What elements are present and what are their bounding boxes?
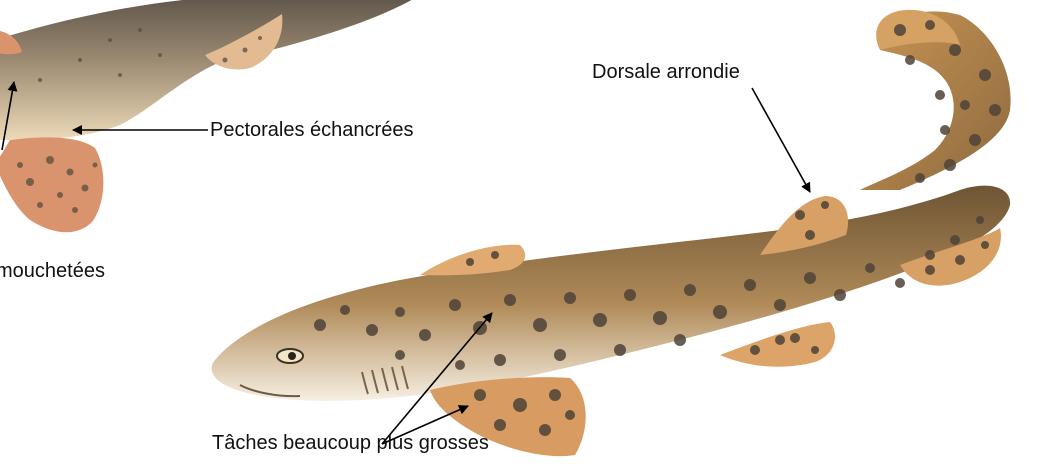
left-fish-pectoral-fin [0,137,103,232]
label-mouchetees: mouchetées [0,260,105,282]
label-dorsale: Dorsale arrondie [592,61,740,83]
right-fish-body [212,186,1011,401]
label-pectorales: Pectorales échancrées [210,119,413,141]
left-fish-illustration [0,0,420,232]
right-fish-pupil [288,352,296,360]
label-taches: Tâches beaucoup plus grosses [212,432,489,454]
arrow-dorsale [752,88,810,192]
right-fish-pelvic-fin [720,322,835,367]
